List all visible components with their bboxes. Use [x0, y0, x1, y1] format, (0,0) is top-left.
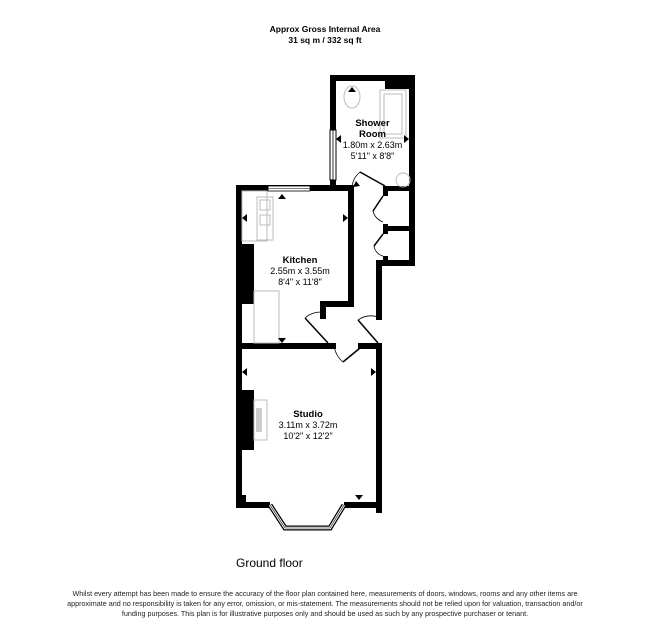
bay-window	[267, 503, 347, 531]
room-imperial: 10'2" x 12'2"	[283, 431, 333, 441]
area-header: Approx Gross Internal Area 31 sq m / 332…	[0, 24, 650, 46]
room-imperial: 8'4" x 11'8"	[278, 277, 322, 287]
floor-label: Ground floor	[236, 556, 303, 570]
room-shower: Shower Room 1.80m x 2.63m 5'11" x 8'8"	[336, 118, 409, 162]
room-name: Studio	[293, 409, 323, 420]
room-kitchen: Kitchen 2.55m x 3.55m 8'4" x 11'8"	[255, 255, 345, 288]
area-title: Approx Gross Internal Area	[269, 24, 381, 34]
room-metric: 1.80m x 2.63m	[342, 140, 403, 150]
room-name: Shower	[355, 118, 390, 129]
room-name: Kitchen	[282, 255, 318, 266]
room-studio: Studio 3.11m x 3.72m 10'2" x 12'2"	[263, 409, 353, 442]
room-name-2: Room	[359, 129, 386, 140]
area-value: 31 sq m / 332 sq ft	[288, 35, 362, 45]
fixtures	[241, 85, 411, 441]
walls	[236, 75, 415, 513]
dimension-arrows	[242, 87, 409, 500]
doors	[304, 171, 386, 363]
disclaimer: Whilst every attempt has been made to en…	[67, 589, 583, 618]
room-metric: 3.11m x 3.72m	[278, 420, 338, 430]
room-imperial: 5'11" x 8'8"	[350, 151, 395, 161]
room-metric: 2.55m x 3.55m	[270, 266, 330, 276]
